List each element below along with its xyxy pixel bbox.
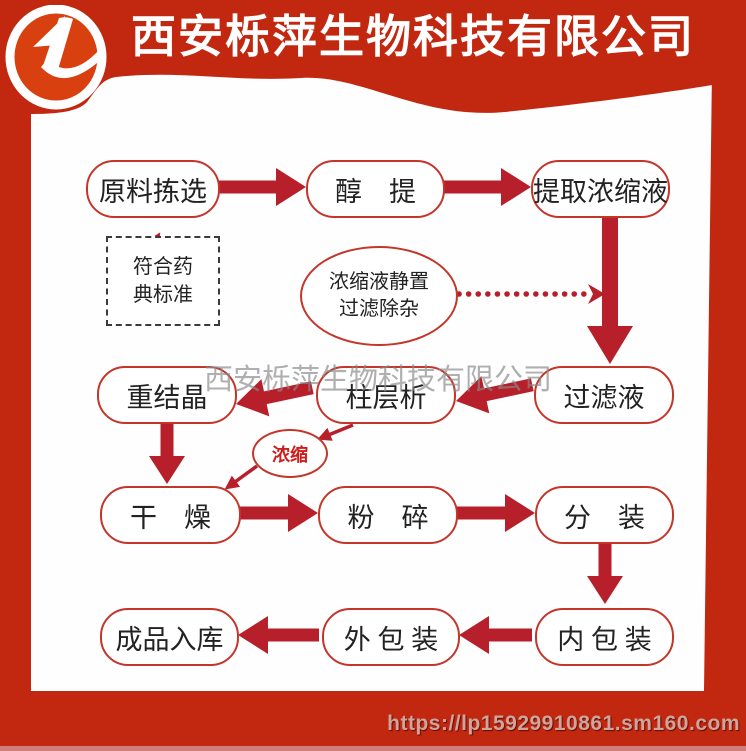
arrow-extract-to-filtrate (587, 216, 633, 364)
flow-node-inner-packaging: 内 包 装 (535, 608, 674, 666)
arrow-outer-to-storage (238, 616, 319, 654)
flow-node-raw-material-selection: 原料拣选 (86, 160, 220, 218)
arrow-column-to-recryst (236, 379, 314, 417)
thin-arrow-concentrate-to-drying (224, 464, 259, 490)
flow-node-alcohol-extraction: 醇 提 (306, 160, 445, 218)
arrow-drying-to-crushing (238, 494, 318, 532)
settle-filter-note-line1: 浓缩液静置 (329, 271, 429, 293)
arrow-filtrate-to-column (456, 376, 534, 414)
arrow-inner-to-outer (459, 616, 532, 654)
thin-arrow-column-to-concentrate (317, 423, 354, 441)
flow-node-column-chromatography: 柱层析 (316, 366, 456, 424)
header-wave (31, 70, 712, 114)
company-logo-icon (5, 5, 107, 110)
settle-filter-note: 浓缩液静置 过滤除杂 (300, 246, 458, 346)
flow-node-dispensing: 分 装 (535, 486, 674, 544)
arrow-crushing-to-dispensing (456, 494, 535, 532)
flow-node-outer-packaging: 外 包 装 (322, 608, 460, 666)
arrow-dispensing-to-inner (587, 540, 623, 604)
bottom-edge-strip (0, 746, 746, 751)
arrow-recryst-to-drying (149, 422, 185, 484)
flow-node-extract-concentrate: 提取浓缩液 (531, 160, 670, 218)
flow-node-recrystallization: 重结晶 (97, 366, 237, 424)
pharmacopoeia-note: 符合药 典标准 (106, 236, 220, 326)
pharmacopoeia-note-line2: 典标准 (133, 284, 193, 306)
flow-node-finished-goods-storage: 成品入库 (100, 608, 239, 666)
flow-node-crushing: 粉 碎 (318, 486, 458, 544)
concentrate-note: 浓缩 (252, 429, 328, 478)
flow-arrows (138, 168, 633, 654)
flow-node-drying: 干 燥 (100, 486, 241, 544)
dotted-arrow-head (588, 284, 605, 304)
footer-url: https://lp15929910861.sm160.com (387, 712, 740, 735)
pharmacopoeia-note-line1: 符合药 (133, 256, 193, 278)
arrow-alcohol-to-extract (443, 168, 531, 206)
settle-filter-note-line2: 过滤除杂 (339, 298, 419, 320)
arrow-raw-to-alcohol (218, 168, 306, 206)
flow-node-filtrate: 过滤液 (534, 366, 674, 424)
company-title: 西安栎萍生物科技有限公司 (130, 12, 695, 62)
